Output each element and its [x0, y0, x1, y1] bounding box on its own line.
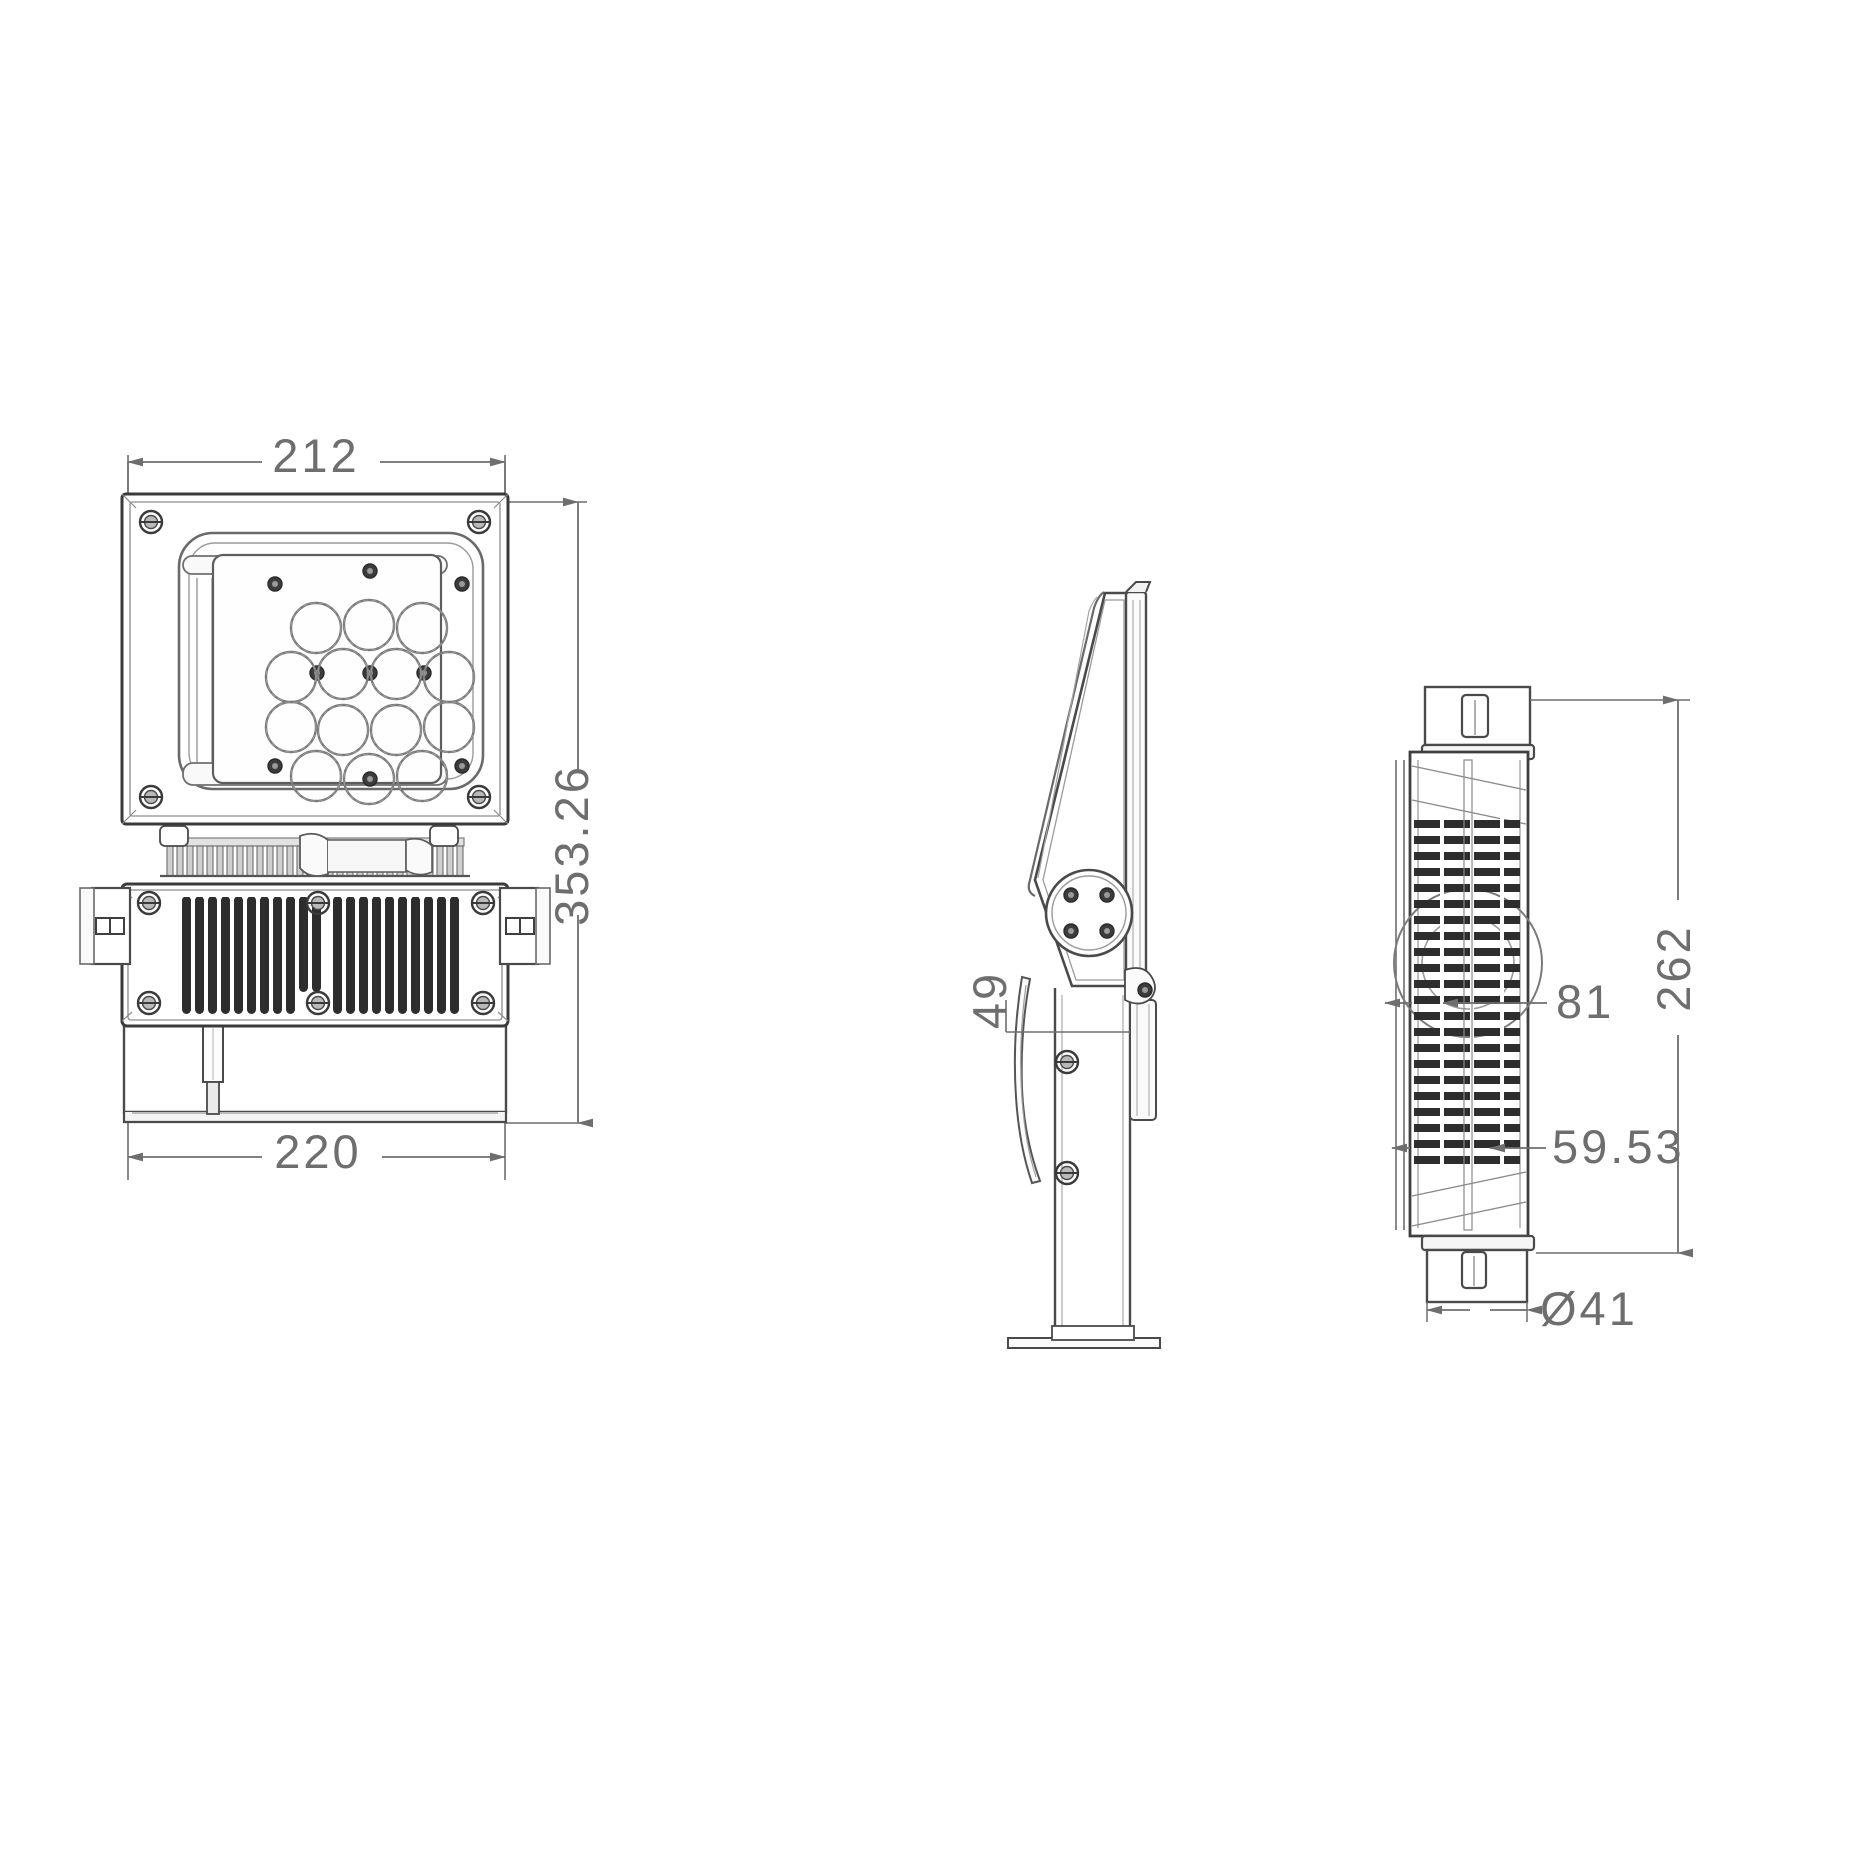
- dimension-212: 212: [127, 429, 506, 551]
- dimension-81: 81: [1384, 975, 1614, 1028]
- front-mount-ear-left: [79, 886, 132, 966]
- rear-heatsink-fins: [1414, 759, 1520, 1231]
- dimension-220: 220: [127, 1123, 506, 1180]
- dimension-81-label: 81: [1556, 975, 1614, 1028]
- side-mount-bracket: [1007, 967, 1161, 1349]
- dimension-5953-label: 59.53: [1552, 1120, 1685, 1173]
- side-view: 49: [963, 581, 1161, 1349]
- cable-gland: [202, 1023, 224, 1115]
- rear-bottom-mount: [1420, 1234, 1536, 1304]
- dimension-353: 353.26: [505, 497, 598, 1128]
- side-pivot-hub: [1044, 868, 1134, 958]
- dimension-49-label: 49: [963, 971, 1016, 1029]
- dimension-262: 262: [1530, 695, 1700, 1258]
- front-base-bracket: [122, 1024, 508, 1124]
- front-mount-ear-right: [498, 886, 551, 966]
- dimension-353-label: 353.26: [545, 764, 598, 926]
- front-view: 212 353.26 220: [79, 429, 598, 1180]
- dimension-220-label: 220: [274, 1125, 361, 1178]
- dimension-d41: Ø41: [1426, 1282, 1638, 1335]
- led-board: [211, 553, 476, 806]
- dimension-212-label: 212: [272, 429, 359, 482]
- dimension-262-label: 262: [1647, 924, 1700, 1011]
- front-heatsink-fins-upper: [159, 825, 470, 878]
- dimension-d41-label: Ø41: [1540, 1282, 1638, 1335]
- rear-view: 262 81 59.53 Ø41: [1384, 685, 1700, 1335]
- dimension-49: 49: [963, 971, 1130, 1033]
- front-heatsink-fins-lower: [182, 893, 468, 1014]
- dimension-5953: 59.53: [1391, 1120, 1685, 1173]
- rear-top-cap: [1420, 685, 1536, 761]
